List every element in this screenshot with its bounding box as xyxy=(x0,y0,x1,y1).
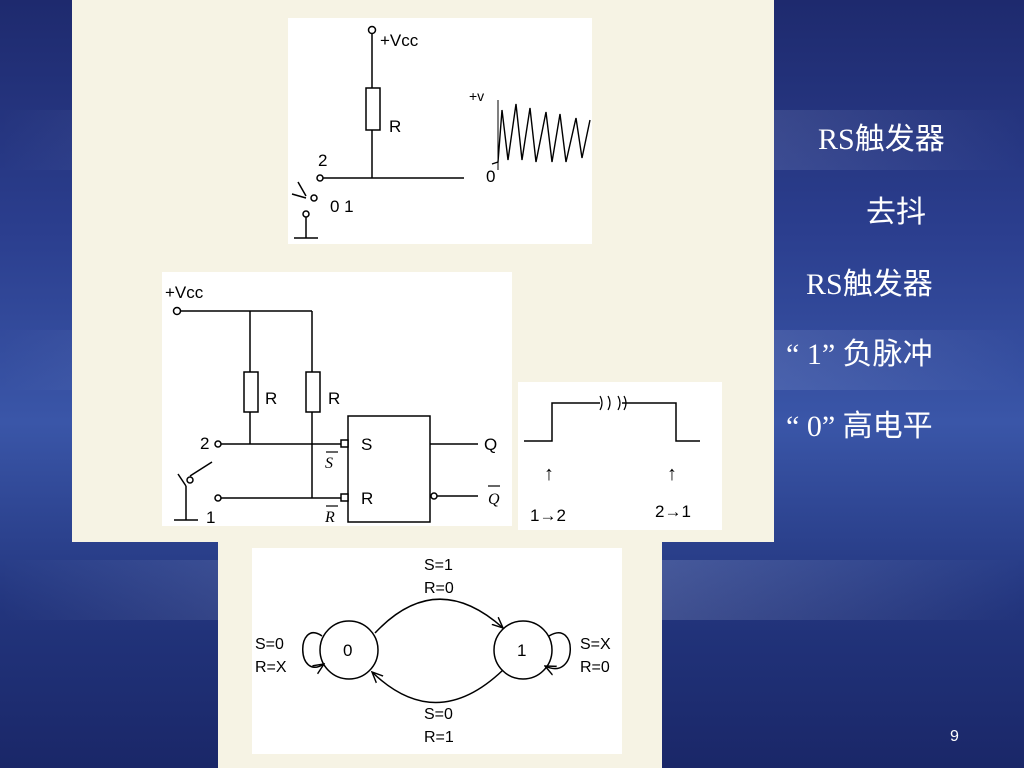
note-rs-flipflop-1: RS触发器 xyxy=(818,123,945,156)
figure-debounce-bg xyxy=(288,18,592,244)
page-number: 9 xyxy=(950,728,959,745)
state-diagram-bg xyxy=(252,548,622,754)
fig2-vcc-label: +Vcc xyxy=(165,283,204,302)
pulse-transition-1: 1→2 xyxy=(530,506,566,525)
rs-debounce-circuit xyxy=(172,306,500,523)
state-0-label: 0 xyxy=(343,641,352,660)
flipflop-qbar-output: Q xyxy=(488,491,500,508)
fig2-pos1-label: 1 xyxy=(206,508,215,527)
debounce-circuit xyxy=(291,25,591,239)
pulse-transition-2: 2→1 xyxy=(655,502,691,521)
pulse-up-arrow-2: ↑ xyxy=(667,463,677,485)
flipflop-q-output: Q xyxy=(484,435,497,454)
left-loop-r: R=X xyxy=(255,659,287,676)
fig1-resistor-label: R xyxy=(389,117,401,136)
state-diagram xyxy=(302,598,571,704)
left-loop-s: S=0 xyxy=(255,636,284,653)
top-transition-r: R=0 xyxy=(424,580,454,597)
right-loop-r: R=0 xyxy=(580,659,610,676)
fig2-r2-label: R xyxy=(328,389,340,408)
note-rs-flipflop-2: RS触发器 xyxy=(806,268,933,301)
fig1-pos2-label: 2 xyxy=(318,151,327,170)
bottom-transition-r: R=1 xyxy=(424,729,454,746)
bottom-transition-s: S=0 xyxy=(424,706,453,723)
flipflop-r-input: R xyxy=(361,489,373,508)
right-loop-s: S=X xyxy=(580,636,611,653)
rbar-label: R xyxy=(324,509,335,526)
note-debounce: 去抖 xyxy=(866,196,926,229)
state-1-label: 1 xyxy=(517,641,526,660)
fig1-vcc-label: +Vcc xyxy=(380,31,419,50)
pulse-up-arrow-1: ↑ xyxy=(544,463,554,485)
fig1-pos01-label: 0 1 xyxy=(330,197,354,216)
figure-rs-circuit-bg xyxy=(162,272,512,526)
fig2-pos2-label: 2 xyxy=(200,434,209,453)
fig2-r1-label: R xyxy=(265,389,277,408)
flipflop-s-input: S xyxy=(361,435,372,454)
fig1-zero-label: 0 xyxy=(486,167,495,186)
fig1-vplus-label: +v xyxy=(469,88,484,104)
note-high-level: “ 0” 高电平 xyxy=(786,410,933,443)
note-negative-pulse: “ 1” 负脉冲 xyxy=(786,338,933,371)
pulse-waveform xyxy=(524,395,700,442)
sbar-label: S xyxy=(325,455,333,472)
top-transition-s: S=1 xyxy=(424,557,453,574)
